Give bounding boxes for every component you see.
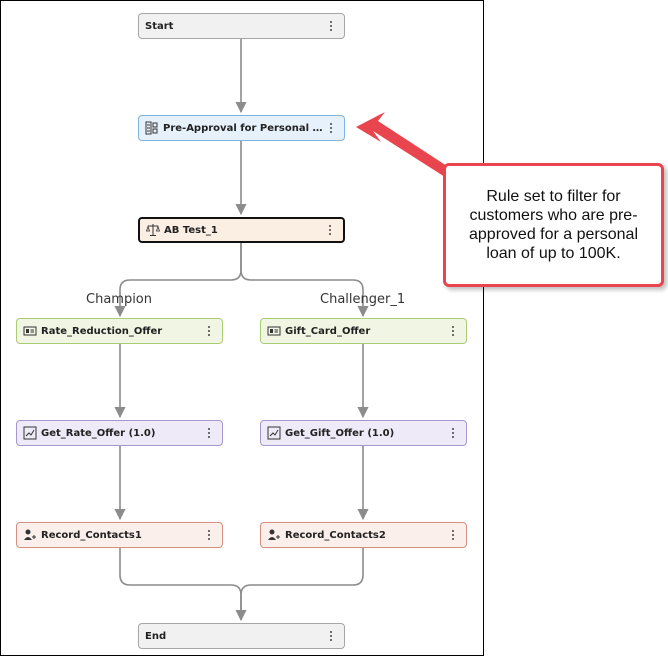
record-contacts1-label: Record_Contacts1 [41,529,142,541]
code-node-icon [23,426,37,440]
kebab-menu-icon[interactable] [324,120,338,136]
record-contacts-icon [23,528,37,542]
callout-text: Rule set to filter for customers who are… [469,188,638,262]
branch-label-challenger: Challenger_1 [320,292,406,307]
pre-approval-node[interactable]: Pre-Approval for Personal Lo... [138,115,345,141]
record-contacts2-node[interactable]: Record_Contacts2 [260,522,467,548]
edge-abtest-left [114,243,242,318]
ab-test-node[interactable]: AB Test_1 [138,217,345,243]
edge-left-end [119,548,247,622]
record-contacts1-node[interactable]: Record_Contacts1 [16,522,223,548]
treatment-icon [23,324,37,338]
callout-arrow [356,112,450,177]
kebab-menu-icon[interactable] [446,527,460,543]
get-gift-offer-label: Get_Gift_Offer (1.0) [285,427,395,439]
start-node[interactable]: Start [138,13,345,39]
get-rate-offer-label: Get_Rate_Offer (1.0) [41,427,156,439]
end-node-label: End [145,630,167,642]
gift-card-offer-label: Gift_Card_Offer [285,325,371,337]
kebab-menu-icon[interactable] [446,323,460,339]
get-gift-offer-node[interactable]: Get_Gift_Offer (1.0) [260,420,467,446]
annotation-callout: Rule set to filter for customers who are… [443,163,664,287]
kebab-menu-icon[interactable] [323,222,337,238]
rate-reduction-offer-label: Rate_Reduction_Offer [41,325,163,337]
record-contacts-icon [267,528,281,542]
edge-abtest-right [240,243,369,318]
kebab-menu-icon[interactable] [324,628,338,644]
get-rate-offer-node[interactable]: Get_Rate_Offer (1.0) [16,420,223,446]
treatment-icon [267,324,281,338]
code-node-icon [267,426,281,440]
balance-scale-icon [145,223,161,237]
rate-reduction-offer-node[interactable]: Rate_Reduction_Offer [16,318,223,344]
edge-right-end [240,548,364,620]
pre-approval-label: Pre-Approval for Personal Lo... [163,122,324,134]
end-node[interactable]: End [138,623,345,649]
rule-set-icon [145,121,159,135]
kebab-menu-icon[interactable] [202,527,216,543]
kebab-menu-icon[interactable] [202,323,216,339]
kebab-menu-icon[interactable] [324,18,338,34]
kebab-menu-icon[interactable] [202,425,216,441]
branch-label-champion: Champion [86,292,153,307]
record-contacts2-label: Record_Contacts2 [285,529,386,541]
ab-test-label: AB Test_1 [164,224,218,236]
kebab-menu-icon[interactable] [446,425,460,441]
start-node-label: Start [145,20,174,32]
gift-card-offer-node[interactable]: Gift_Card_Offer [260,318,467,344]
